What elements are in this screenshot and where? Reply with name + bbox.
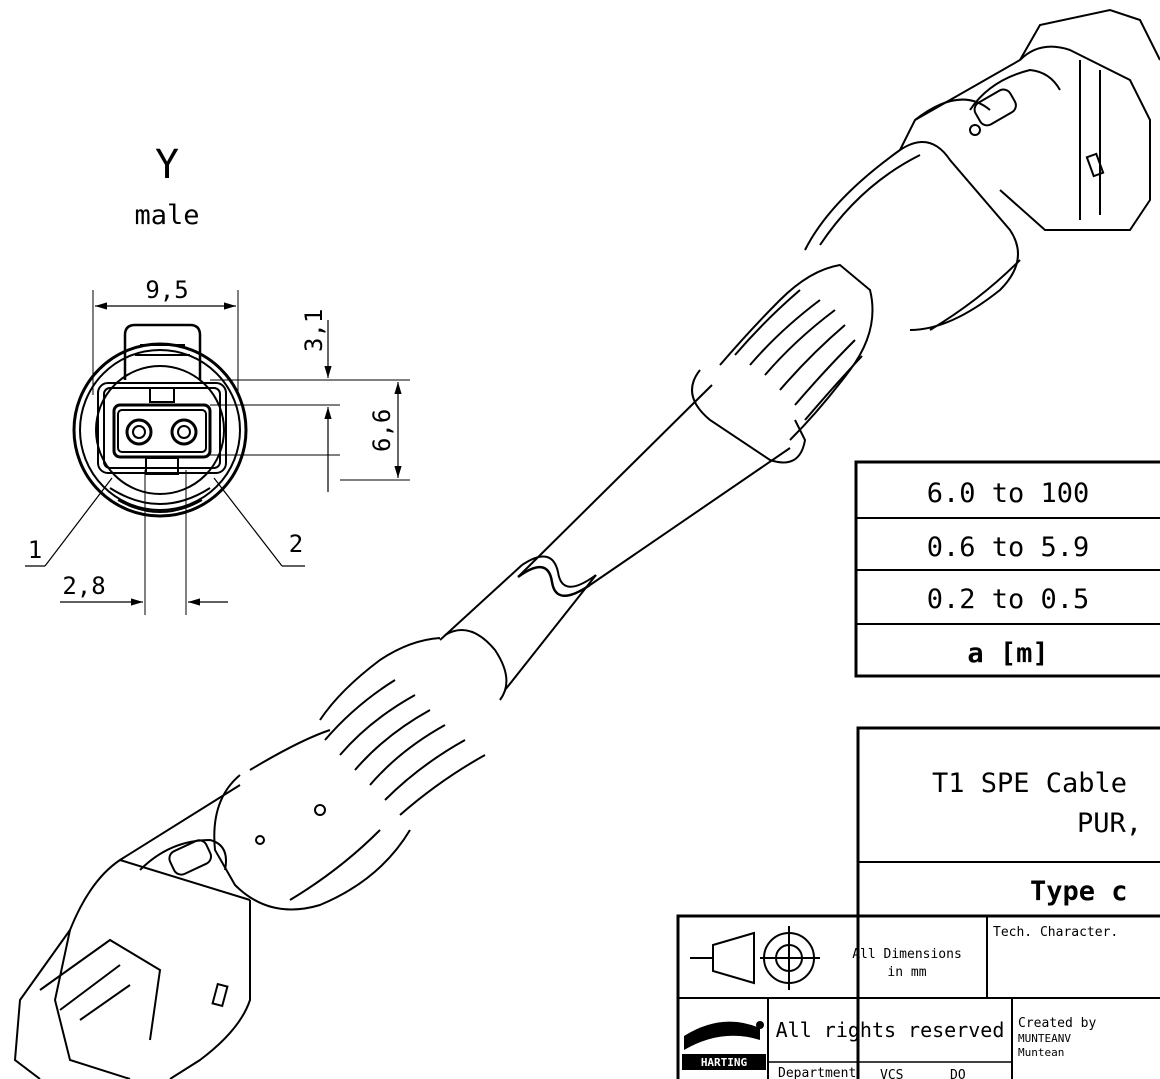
lower-plug-body <box>13 784 326 1079</box>
projection-symbol-icon <box>690 926 820 990</box>
dim-pin-pitch: 2,8 <box>62 572 105 600</box>
upper-plug-body <box>914 8 1160 231</box>
department-code: VCS <box>880 1068 903 1079</box>
department-label: Department <box>778 1066 856 1079</box>
pin-label-1: 1 <box>28 536 42 564</box>
length-table: 6.0 to 100 0.6 to 5.9 0.2 to 0.5 a [m] <box>854 460 1160 678</box>
cable-assembly-illustration <box>13 8 1160 1079</box>
connector-face-view: Y male 9,5 3,1 <box>25 142 410 615</box>
dim-top-offset: 3,1 <box>300 309 328 352</box>
created-by-label: Created by <box>1018 1016 1096 1031</box>
created-by-user: MUNTEANV <box>1018 1032 1071 1045</box>
pin-label-2: 2 <box>289 530 303 558</box>
lower-overmold <box>213 729 411 911</box>
dim-height: 6,6 <box>368 409 396 452</box>
department-suffix: DO <box>950 1068 966 1079</box>
length-row-3: 0.2 to 0.5 <box>927 584 1090 615</box>
upper-strain-relief <box>691 263 874 464</box>
harting-logo <box>682 1021 766 1070</box>
created-by-name: Muntean <box>1018 1046 1064 1059</box>
tech-character-label: Tech. Character. <box>993 925 1118 940</box>
length-row-2: 0.6 to 5.9 <box>927 532 1090 563</box>
length-header: a [m] <box>967 638 1048 669</box>
rights-label: All rights reserved <box>776 1018 1005 1042</box>
type-label: Type c <box>1030 876 1128 907</box>
dim-width: 9,5 <box>145 276 188 304</box>
dimensions-note-2: in mm <box>887 965 926 980</box>
title-line-1: T1 SPE Cable <box>932 768 1127 799</box>
view-gender: male <box>134 200 199 231</box>
logo-text: HARTING <box>701 1056 748 1069</box>
length-row-1: 6.0 to 100 <box>927 478 1090 509</box>
upper-overmold <box>804 98 1021 331</box>
title-block: T1 SPE Cable PUR, Type c All Dimensions … <box>676 726 1160 1079</box>
title-line-2: PUR, <box>1077 808 1142 839</box>
lower-strain-relief <box>319 629 508 816</box>
dimensions-note-1: All Dimensions <box>852 947 962 962</box>
view-letter: Y <box>155 142 179 188</box>
